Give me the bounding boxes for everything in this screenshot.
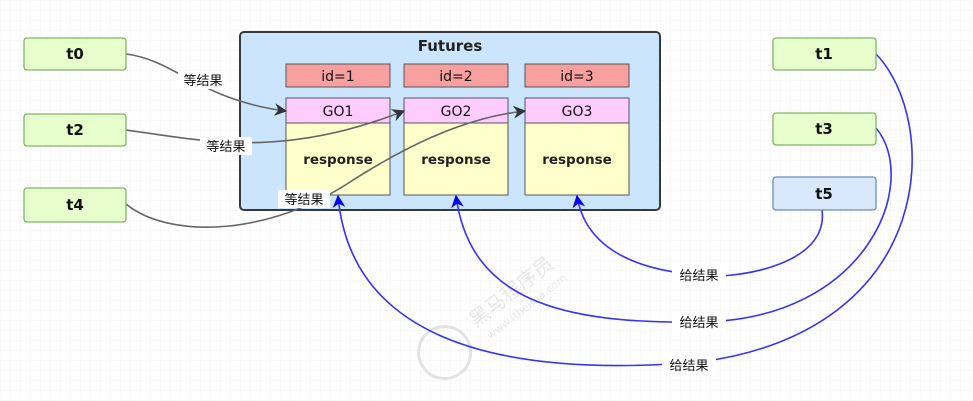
thread-node-t3: t3 — [772, 112, 877, 146]
thread-label: t0 — [66, 45, 84, 63]
thread-label: t5 — [815, 185, 833, 203]
thread-node-t4: t4 — [23, 187, 127, 223]
edge-label-wait-2: 等结果 — [206, 139, 245, 155]
id-label: id=1 — [321, 69, 354, 85]
edge-label-wait-3: 等结果 — [284, 192, 323, 208]
go-label: GO1 — [323, 104, 354, 120]
thread-node-t5: t5 — [772, 176, 877, 211]
id-label: id=3 — [560, 69, 593, 85]
watermark-logo-icon — [417, 325, 473, 381]
edge-label-wait-1: 等结果 — [183, 73, 222, 89]
futures-title: Futures — [418, 37, 483, 55]
thread-node-t0: t0 — [23, 37, 127, 71]
edge-label-give-3: 给结果 — [669, 359, 708, 374]
thread-label: t3 — [815, 120, 833, 138]
response-label: response — [303, 152, 373, 168]
thread-label: t2 — [66, 121, 84, 139]
wait-labels: 等结果 等结果 等结果 — [178, 71, 330, 208]
future-column-3: id=3 GO3 response — [524, 63, 630, 196]
edge-label-give-2: 给结果 — [679, 316, 718, 331]
go-label: GO3 — [562, 104, 593, 120]
go-label: GO2 — [441, 104, 472, 120]
thread-node-t2: t2 — [23, 113, 127, 147]
response-label: response — [421, 152, 491, 168]
thread-label: t1 — [815, 45, 833, 63]
edge-label-give-1: 给结果 — [679, 269, 718, 284]
future-column-1: id=1 GO1 response — [285, 63, 391, 196]
give-labels: 给结果 给结果 给结果 — [662, 266, 726, 374]
future-column-2: id=2 GO2 response — [403, 63, 509, 196]
thread-node-t1: t1 — [772, 37, 877, 71]
response-label: response — [542, 152, 612, 168]
id-label: id=2 — [439, 69, 472, 85]
thread-label: t4 — [66, 196, 84, 214]
edge-t4-go3 — [125, 105, 527, 228]
